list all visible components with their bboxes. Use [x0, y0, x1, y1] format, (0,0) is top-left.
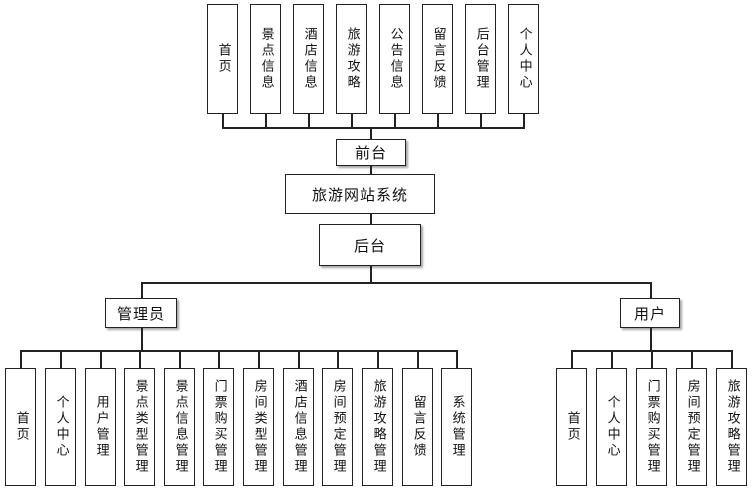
front-module-label: 公告信息	[387, 27, 403, 91]
admin-label: 管理员	[116, 304, 165, 323]
connector-line	[480, 114, 482, 128]
front-module-home: 首页	[207, 4, 238, 114]
user-module-label: 个人中心	[604, 395, 620, 459]
admin-module-home: 首页	[5, 368, 36, 486]
connector-line	[258, 350, 260, 368]
connector-line	[337, 350, 339, 368]
connector-line	[20, 350, 456, 352]
user-module-label: 旅游攻略管理	[724, 379, 740, 475]
connector-line	[298, 350, 300, 368]
connector-line	[141, 282, 143, 298]
back-end-label: 后台	[353, 236, 386, 255]
admin-module-profile: 个人中心	[45, 368, 76, 486]
connector-line	[370, 127, 372, 139]
admin-module-label: 首页	[13, 411, 29, 443]
connector-line	[218, 350, 220, 368]
user-node: 用户	[620, 298, 680, 328]
admin-module-attraction-info-management: 景点信息管理	[164, 368, 195, 486]
connector-line	[60, 350, 62, 368]
connector-line	[650, 282, 652, 298]
front-module-label: 景点信息	[258, 27, 274, 91]
front-module-label: 后台管理	[473, 27, 489, 91]
system-root-label: 旅游网站系统	[311, 185, 408, 204]
admin-module-label: 用户管理	[93, 395, 109, 459]
admin-module-room-type-management: 房间类型管理	[243, 368, 274, 486]
connector-line	[141, 328, 143, 351]
admin-module-label: 景点类型管理	[132, 379, 148, 475]
connector-line	[370, 266, 372, 283]
connector-line	[456, 350, 458, 368]
user-module-ticket-purchase-management: 门票购买管理	[636, 368, 667, 486]
connector-line	[394, 114, 396, 128]
admin-module-system-management: 系统管理	[441, 368, 472, 486]
admin-module-travel-guide-management: 旅游攻略管理	[362, 368, 393, 486]
connector-line	[437, 114, 439, 128]
user-label: 用户	[633, 304, 666, 323]
connector-line	[571, 350, 573, 368]
connector-line	[100, 350, 102, 368]
front-module-label: 旅游攻略	[344, 27, 360, 91]
system-root-node: 旅游网站系统	[285, 174, 435, 214]
user-module-label: 门票购买管理	[644, 379, 660, 475]
connector-line	[351, 114, 353, 128]
connector-line	[370, 214, 372, 224]
front-module-label: 个人中心	[516, 27, 532, 91]
connector-line	[611, 350, 613, 368]
admin-module-label: 旅游攻略管理	[370, 379, 386, 475]
connector-line	[139, 350, 141, 368]
connector-line	[691, 350, 693, 368]
connector-line	[731, 350, 733, 368]
connector-line	[222, 127, 525, 129]
user-module-label: 房间预定管理	[684, 379, 700, 475]
connector-line	[141, 282, 651, 284]
connector-line	[377, 350, 379, 368]
user-module-profile: 个人中心	[596, 368, 627, 486]
connector-line	[651, 350, 653, 368]
connector-line	[523, 114, 525, 128]
admin-module-feedback: 留言反馈	[402, 368, 433, 486]
front-module-label: 留言反馈	[430, 27, 446, 91]
front-module-label: 酒店信息	[301, 27, 317, 91]
admin-module-label: 景点信息管理	[172, 379, 188, 475]
admin-module-label: 房间类型管理	[251, 379, 267, 475]
front-module-attractions: 景点信息	[250, 4, 281, 114]
user-module-home: 首页	[556, 368, 587, 486]
admin-module-label: 门票购买管理	[211, 379, 227, 475]
admin-module-user-management: 用户管理	[85, 368, 116, 486]
admin-module-attraction-type-management: 景点类型管理	[124, 368, 155, 486]
admin-module-label: 房间预定管理	[330, 379, 346, 475]
admin-module-room-booking-management: 房间预定管理	[322, 368, 353, 486]
connector-line	[417, 350, 419, 368]
connector-line	[265, 114, 267, 128]
front-end-node: 前台	[336, 139, 406, 166]
front-module-feedback: 留言反馈	[422, 4, 453, 114]
front-module-hotels: 酒店信息	[293, 4, 324, 114]
front-end-label: 前台	[354, 144, 387, 162]
connector-line	[308, 114, 310, 128]
admin-module-ticket-purchase-management: 门票购买管理	[203, 368, 234, 486]
user-module-travel-guide-management: 旅游攻略管理	[716, 368, 747, 486]
admin-module-label: 系统管理	[449, 395, 465, 459]
connector-line	[179, 350, 181, 368]
connector-line	[222, 114, 224, 128]
admin-module-label: 个人中心	[53, 395, 69, 459]
admin-node: 管理员	[105, 298, 177, 328]
admin-module-label: 留言反馈	[410, 395, 426, 459]
front-module-notices: 公告信息	[379, 4, 410, 114]
admin-module-label: 酒店信息管理	[291, 379, 307, 475]
back-end-node: 后台	[319, 224, 421, 266]
user-module-room-booking-management: 房间预定管理	[676, 368, 707, 486]
front-module-guides: 旅游攻略	[336, 4, 367, 114]
admin-module-hotel-info-management: 酒店信息管理	[283, 368, 314, 486]
connector-line	[650, 328, 652, 351]
front-module-profile: 个人中心	[508, 4, 539, 114]
front-module-label: 首页	[215, 43, 231, 75]
connector-line	[20, 350, 22, 368]
connector-line	[370, 166, 372, 174]
front-module-backend: 后台管理	[465, 4, 496, 114]
user-module-label: 首页	[564, 411, 580, 443]
